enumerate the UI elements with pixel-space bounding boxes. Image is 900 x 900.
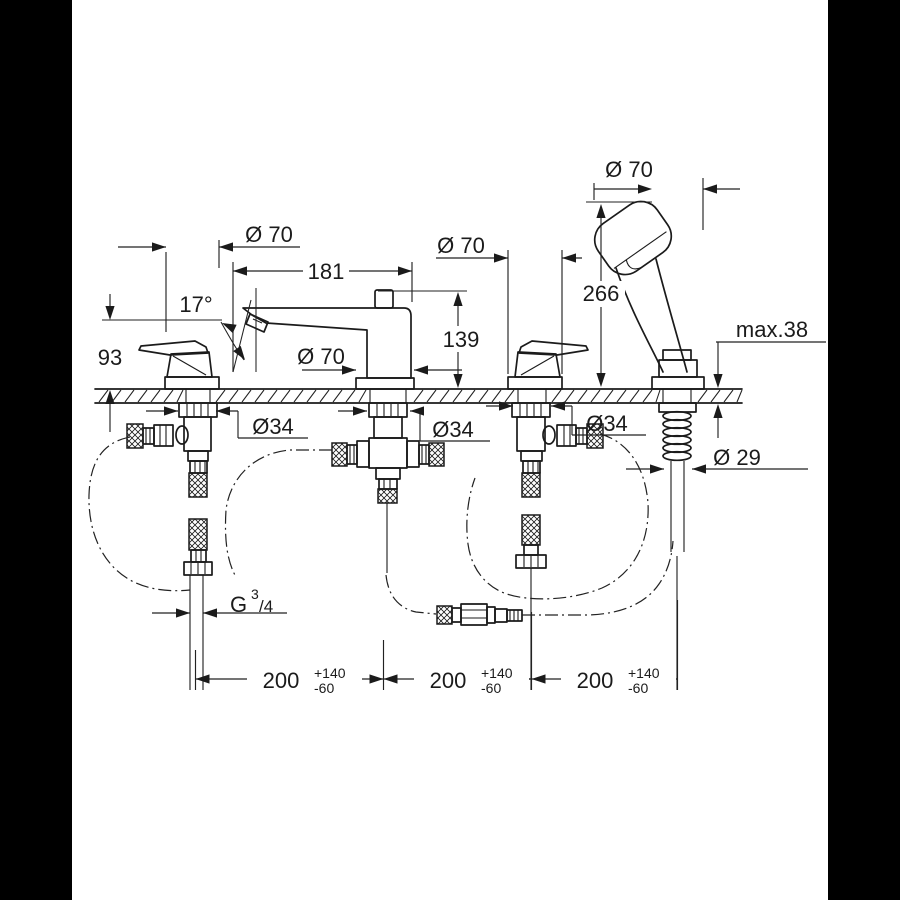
cc2-plus-tolerance: +140 xyxy=(481,665,513,681)
cc3-minus-tolerance: -60 xyxy=(628,680,648,696)
dim-label-spout-angle: 17° xyxy=(179,292,212,317)
deck-surface xyxy=(94,388,743,404)
dim-label-handle-right-dia: Ø 70 xyxy=(437,233,485,258)
cc2-minus-tolerance: -60 xyxy=(481,680,501,696)
right-black-bar xyxy=(828,0,900,900)
left-black-bar xyxy=(0,0,72,900)
cc1-value: 200 xyxy=(263,668,300,693)
dim-label-shower-head-dia: Ø 70 xyxy=(605,157,653,182)
dimension-labels: Ø 70 181 17° 93 Ø 70 139 Ø 70 Ø 70 266 m… xyxy=(98,157,808,696)
spout-cross-connection xyxy=(331,402,445,573)
deck-hatch-lines xyxy=(98,389,743,403)
thread-superscript: 3 xyxy=(251,586,259,602)
cc3-value: 200 xyxy=(577,668,614,693)
shower-hose-connector xyxy=(436,603,523,626)
hose-guide-spring xyxy=(662,410,692,462)
dim-label-spout-base-dia: Ø 70 xyxy=(297,344,345,369)
cc1-minus-tolerance: -60 xyxy=(314,680,334,696)
dim-label-spout-reach: 181 xyxy=(308,259,345,284)
dim-label-thread-size: G 3 /4 xyxy=(230,586,273,617)
dim-label-cc-spacing-2: 200 +140 -60 xyxy=(430,665,513,696)
label-backgrounds xyxy=(92,258,676,697)
right-handle-valve xyxy=(507,340,604,690)
dim-label-hose-guide-dia: Ø 29 xyxy=(713,445,761,470)
dim-label-shower-height: 266 xyxy=(583,281,620,306)
cc3-plus-tolerance: +140 xyxy=(628,665,660,681)
left-handle-valve xyxy=(126,340,220,690)
thread-letter: G xyxy=(230,592,247,617)
thread-denominator: /4 xyxy=(259,597,273,616)
dim-label-cc-spacing-1: 200 +140 -60 xyxy=(263,665,346,696)
dim-label-cc-spacing-3: 200 +140 -60 xyxy=(577,665,660,696)
dim-label-deck-thickness-max: max.38 xyxy=(736,317,808,342)
dim-label-height-above-deck: 93 xyxy=(98,345,122,370)
bath-spout xyxy=(242,289,415,390)
hand-shower xyxy=(593,200,705,552)
cc2-value: 200 xyxy=(430,668,467,693)
dim-label-spout-height: 139 xyxy=(443,327,480,352)
dim-label-hole-dia-center: Ø34 xyxy=(432,417,474,442)
dim-label-hole-dia-right: Ø34 xyxy=(586,411,628,436)
cc1-plus-tolerance: +140 xyxy=(314,665,346,681)
dimension-arrowheads xyxy=(105,184,723,684)
dim-label-hole-dia-left: Ø34 xyxy=(252,414,294,439)
dim-label-handle-left-dia: Ø 70 xyxy=(245,222,293,247)
